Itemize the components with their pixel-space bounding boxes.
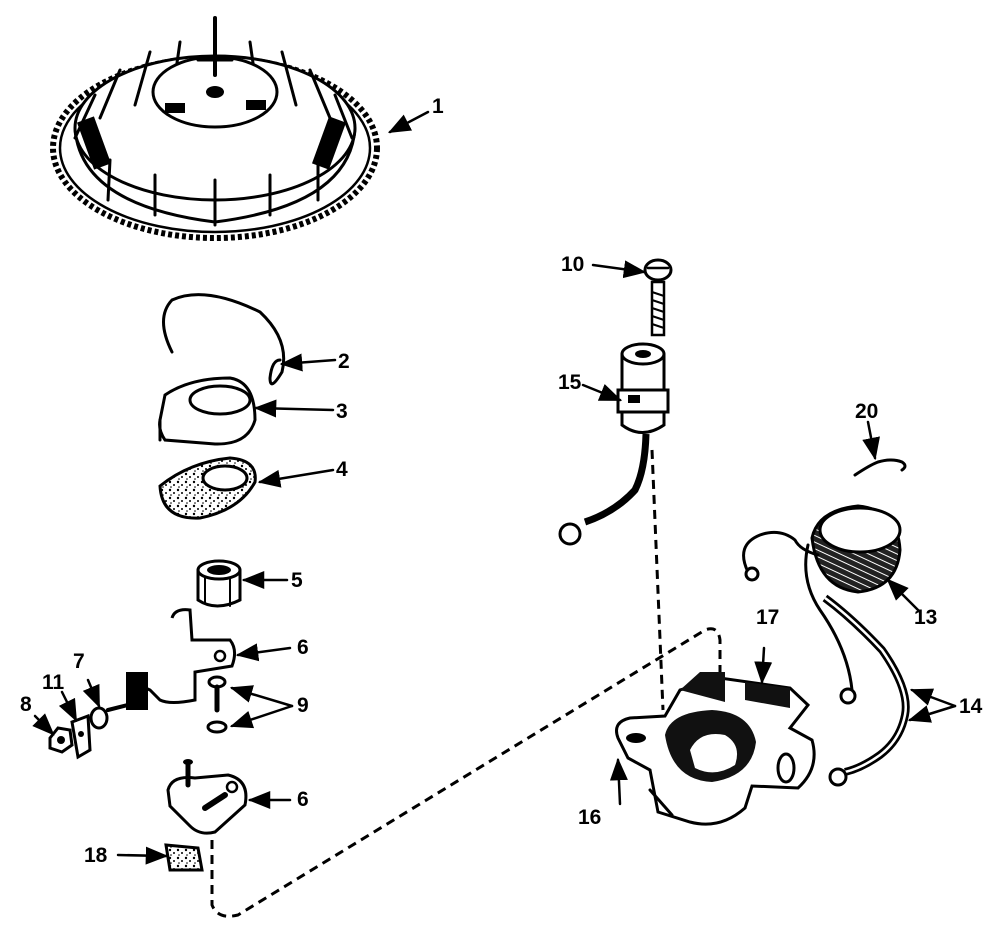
terminal-part [70,713,92,760]
callout-2: 2 [338,350,350,373]
flywheel-part [50,16,380,241]
callout-1: 1 [432,95,444,118]
callout-11: 11 [42,671,65,694]
cover-plate-part [158,376,257,446]
washer-part [89,706,109,730]
nut-part [48,726,74,754]
callout-14: 14 [959,695,983,718]
callout-8: 8 [20,693,32,716]
ignition-coil-part [742,504,902,705]
callout-15: 15 [558,371,582,394]
callout-7: 7 [73,650,85,673]
condenser-part [558,342,670,546]
felt-pad-part [164,843,204,872]
callout-18: 18 [84,844,108,867]
condenser-screw-part [643,258,673,337]
assembly-guide-line [650,449,665,711]
high-tension-lead-part [822,594,910,787]
assembly-guide-line [210,627,722,918]
wire-clip-part [853,458,907,477]
callout-3: 3 [336,400,348,423]
callout-6-lower: 6 [297,788,309,811]
callout-20: 20 [855,400,878,423]
breaker-arm-part [106,608,237,712]
felt-washer-part [158,456,257,520]
callout-10: 10 [561,253,584,276]
screw-washer-part [206,675,228,734]
callout-9: 9 [297,694,309,717]
callout-5: 5 [291,569,303,592]
callout-4: 4 [336,458,348,481]
leader-lines [32,110,957,865]
callout-17: 17 [756,606,779,629]
spring-clip-part [162,293,286,386]
callout-16: 16 [578,806,601,829]
bushing-part [196,559,242,608]
callout-6-upper: 6 [297,636,309,659]
callout-13: 13 [914,606,937,629]
mounting-bracket-part [615,672,816,826]
breaker-base-part [166,759,248,835]
